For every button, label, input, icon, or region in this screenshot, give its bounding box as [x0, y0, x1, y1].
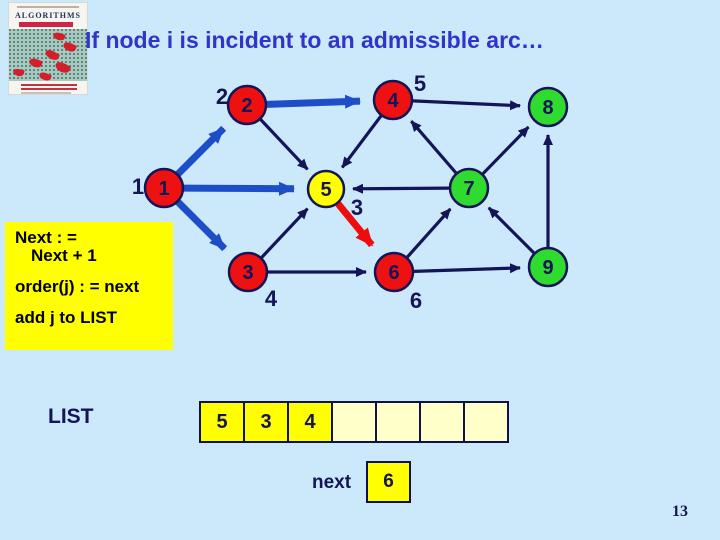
cover-title: ALGORITHMS	[14, 11, 81, 20]
graph-node-8	[527, 86, 569, 128]
distance-label-node-6: 6	[410, 288, 422, 313]
algo-line-add-to-list: add j to LIST	[15, 308, 117, 327]
cover-footer-lines	[9, 84, 87, 94]
edge-arrow-7-to-5	[351, 183, 450, 194]
algorithms-book-cover: ALGORITHMS	[8, 2, 88, 95]
edge-arrow-1-to-3	[175, 199, 228, 252]
graph-node-1	[143, 167, 185, 209]
node-label-3: 3	[242, 262, 253, 284]
node-label-1: 1	[158, 178, 169, 200]
distance-label-node-1: 1	[132, 174, 144, 199]
node-label-5: 5	[320, 179, 331, 201]
list-cell-5	[375, 401, 421, 443]
algo-line-next-assign: Next : =	[15, 228, 77, 247]
list-cell-1: 5	[199, 401, 245, 443]
next-pointer-label: next	[312, 472, 352, 493]
list-cell-7	[463, 401, 509, 443]
edge-arrow-1-to-5	[183, 181, 296, 196]
graph-node-3	[227, 251, 269, 293]
algo-line-order-assign: order(j) : = next	[15, 277, 140, 296]
node-label-7: 7	[463, 178, 474, 200]
list-label: LIST	[48, 405, 94, 428]
cover-red-bar	[19, 22, 73, 27]
graph-node-5	[306, 169, 346, 209]
edge-arrow-7-to-8	[481, 125, 530, 175]
next-pointer-value: 6	[366, 461, 411, 503]
edge-arrow-6-to-7	[406, 207, 452, 259]
edge-arrow-6-to-9	[413, 263, 522, 274]
node-label-6: 6	[388, 262, 399, 284]
edge-arrow-4-to-8	[412, 99, 522, 111]
graph-node-7	[448, 167, 490, 209]
edge-arrow-7-to-4	[410, 120, 458, 174]
distance-label-node-4: 5	[414, 71, 426, 96]
graph-node-9	[527, 246, 569, 288]
slide-title: If node i is incident to an admissible a…	[85, 27, 544, 53]
graph-node-2	[226, 84, 268, 126]
graph-node-6	[373, 251, 415, 293]
node-label-4: 4	[387, 90, 399, 112]
graph-node-4	[372, 79, 414, 121]
distance-label-node-3: 4	[265, 286, 278, 311]
edge-arrow-9-to-7	[487, 206, 535, 254]
edge-arrow-3-to-5	[260, 207, 309, 259]
list-cell-3: 4	[287, 401, 333, 443]
edge-arrow-2-to-4	[266, 94, 362, 109]
cover-decor-line	[17, 6, 79, 8]
edge-arrow-2-to-5	[259, 118, 309, 171]
edge-arrow-4-to-5	[340, 115, 383, 169]
list-cell-6	[419, 401, 465, 443]
list-cell-2: 3	[243, 401, 289, 443]
list-cell-4	[331, 401, 377, 443]
node-label-9: 9	[542, 257, 553, 279]
edge-arrow-5-to-6	[335, 201, 375, 248]
page-number: 13	[672, 503, 688, 520]
algo-line-next-plus-one: Next + 1	[31, 246, 97, 265]
node-label-2: 2	[241, 95, 252, 117]
algorithm-step-box: Next : = Next + 1 order(j) : = next add …	[5, 222, 173, 350]
edge-arrow-1-to-2	[175, 125, 227, 177]
distance-label-node-5: 3	[351, 195, 363, 220]
node-label-8: 8	[542, 97, 553, 119]
distance-label-node-2: 2	[216, 84, 228, 109]
cover-artwork	[9, 29, 87, 82]
